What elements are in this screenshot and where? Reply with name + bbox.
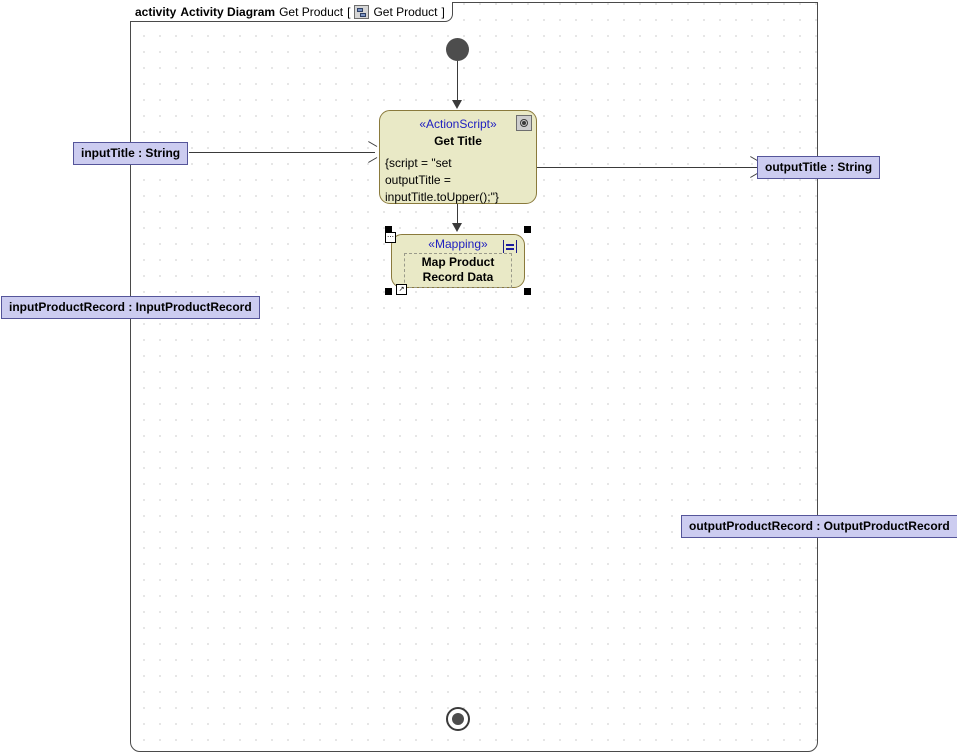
- resize-corner-icon[interactable]: ↗: [396, 284, 407, 295]
- edge-input-title: [189, 152, 375, 153]
- selection-handle-top-left[interactable]: [385, 226, 392, 233]
- frame-diagram-name: Get Product: [279, 4, 344, 19]
- selection-handle-bottom-right[interactable]: [524, 288, 531, 295]
- parameter-input-product-record[interactable]: inputProductRecord : InputProductRecord: [1, 296, 260, 319]
- parameter-output-title[interactable]: outputTitle : String: [757, 156, 881, 179]
- get-title-name: Get Title: [434, 134, 482, 148]
- ellipsis-menu-icon[interactable]: ⋯: [385, 232, 396, 243]
- selection-handle-top-right[interactable]: [524, 226, 531, 233]
- mapping-icon: [503, 240, 517, 253]
- action-node-map-product-record-data[interactable]: «Mapping» Map Product Record Data: [391, 234, 525, 288]
- edge-get-title-to-mapping: [457, 204, 458, 224]
- mapping-name-line2: Record Data: [422, 270, 494, 284]
- edge-mapping-arrowhead: [452, 223, 462, 232]
- edge-initial-to-get-title: [457, 61, 458, 101]
- mapping-name-box: Map Product Record Data: [404, 253, 512, 288]
- script-icon: [516, 115, 532, 131]
- parameter-output-product-record[interactable]: outputProductRecord : OutputProductRecor…: [681, 515, 957, 538]
- mapping-stereotype: «Mapping»: [428, 237, 488, 251]
- parameter-input-title[interactable]: inputTitle : String: [73, 142, 189, 165]
- frame-bracket-open: [: [347, 4, 351, 19]
- activity-final-node[interactable]: [446, 707, 470, 731]
- frame-bracket-close: ]: [441, 4, 445, 19]
- activity-frame-label: activity Activity Diagram Get Product [ …: [130, 2, 453, 22]
- frame-context-name: Get Product: [373, 4, 438, 19]
- get-title-script-body: {script = "set outputTitle = inputTitle.…: [385, 156, 499, 204]
- edge-initial-arrowhead: [452, 100, 462, 109]
- frame-diagram-type: Activity Diagram: [180, 4, 276, 19]
- initial-node[interactable]: [446, 38, 469, 61]
- frame-keyword: activity: [135, 4, 177, 19]
- selection-handle-bottom-left[interactable]: [385, 288, 392, 295]
- edge-input-title-arrowhead: [367, 146, 376, 158]
- activity-diagram-icon: [354, 4, 370, 19]
- get-title-stereotype: «ActionScript»: [419, 117, 497, 131]
- edge-output-title: [537, 167, 757, 168]
- mapping-name-line1: Map Product: [421, 255, 495, 269]
- action-node-get-title[interactable]: «ActionScript» Get Title {script = "set …: [379, 110, 537, 204]
